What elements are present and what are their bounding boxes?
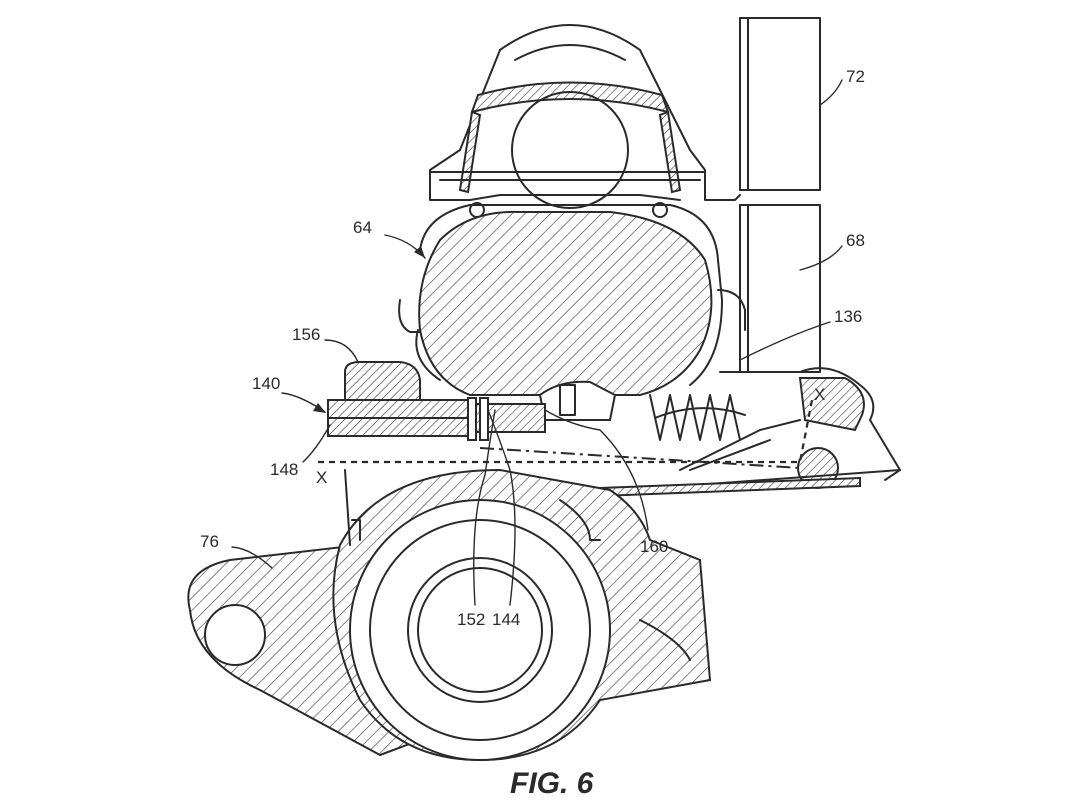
- reference-numerals: 72 68 64 136 156 140 148 X X 76 160 152 …: [200, 67, 865, 629]
- label-x-right: X: [814, 385, 825, 404]
- label-144: 144: [492, 610, 520, 629]
- leader-lines: [231, 79, 843, 606]
- label-136: 136: [834, 307, 862, 326]
- spring-136: [649, 394, 746, 441]
- label-76: 76: [200, 532, 219, 551]
- label-148: 148: [270, 460, 298, 479]
- bracket-72: [739, 17, 821, 191]
- label-156: 156: [292, 325, 320, 344]
- label-68: 68: [846, 231, 865, 250]
- label-160: 160: [640, 537, 668, 556]
- label-152: 152: [457, 610, 485, 629]
- fastener-140: [327, 397, 546, 441]
- bracket-68: [739, 204, 821, 373]
- upper-housing: [429, 24, 741, 218]
- component-64-body: [398, 204, 746, 421]
- label-x-left: X: [316, 468, 327, 487]
- label-72: 72: [846, 67, 865, 86]
- hub-assembly: [332, 468, 712, 762]
- cap-156: [344, 361, 421, 409]
- label-64: 64: [353, 218, 372, 237]
- label-140: 140: [252, 374, 280, 393]
- figure-title: FIG. 6: [510, 767, 594, 800]
